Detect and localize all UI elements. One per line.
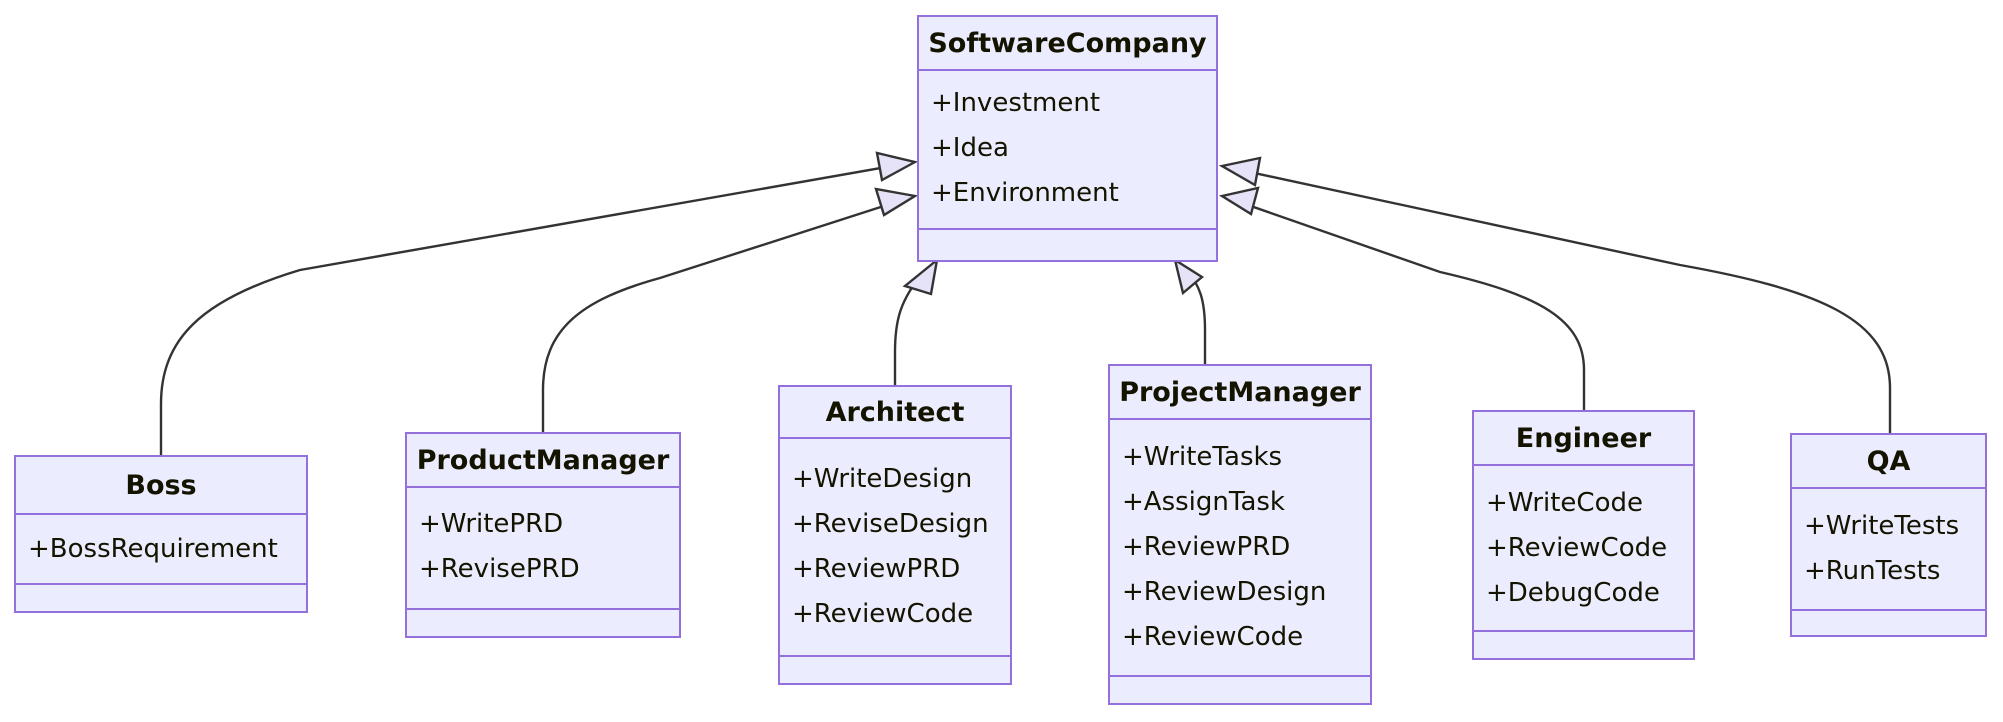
class-attribute: +Idea [931,133,1009,163]
class-attributes-engineer: +WriteCode +ReviewCode +DebugCode [1474,466,1693,632]
class-attribute: +DebugCode [1486,577,1660,608]
class-title-architect: Architect [780,387,1010,439]
class-attributes-projectmanager: +WriteTasks +AssignTask +ReviewPRD +Revi… [1110,420,1370,677]
class-attribute: +ReviseDesign [792,509,989,539]
class-attribute: +BossRequirement [28,534,278,564]
class-attribute: +WriteTests [1804,511,1960,541]
class-title-boss: Boss [16,457,306,515]
class-attributes-qa: +WriteTests +RunTests [1792,489,1985,611]
class-box-engineer[interactable]: Engineer +WriteCode +ReviewCode +DebugCo… [1472,410,1695,660]
class-attribute: +AssignTask [1122,487,1285,517]
edge-projectmanager-to-softwarecompany [1173,257,1207,364]
class-methods-projectmanager [1110,677,1370,703]
class-methods-architect [780,657,1010,683]
class-title-qa: QA [1792,435,1985,489]
class-attribute: +WriteCode [1486,487,1643,518]
class-attribute: +Environment [931,178,1119,208]
class-title-productmanager: ProductManager [407,434,679,488]
class-box-productmanager[interactable]: ProductManager +WritePRD +RevisePRD [405,432,681,638]
class-box-architect[interactable]: Architect +WriteDesign +ReviseDesign +Re… [778,385,1012,685]
class-attributes-softwarecompany: +Investment +Idea +Environment [919,71,1216,230]
class-attributes-productmanager: +WritePRD +RevisePRD [407,488,679,610]
class-attribute: +WriteTasks [1122,442,1283,472]
class-attribute: +ReviewPRD [792,554,961,584]
class-box-projectmanager[interactable]: ProjectManager +WriteTasks +AssignTask +… [1108,364,1372,705]
class-attributes-boss: +BossRequirement [16,515,306,585]
class-attributes-architect: +WriteDesign +ReviseDesign +ReviewPRD +R… [780,439,1010,657]
class-methods-productmanager [407,610,679,636]
class-attribute: +WritePRD [419,509,564,539]
class-attribute: +ReviewDesign [1122,577,1327,607]
class-title-engineer: Engineer [1474,412,1693,466]
class-box-softwarecompany[interactable]: SoftwareCompany +Investment +Idea +Envir… [917,15,1218,262]
class-attribute: +ReviewPRD [1122,532,1291,562]
edge-architect-to-softwarecompany [893,257,939,385]
class-attribute: +RevisePRD [419,554,580,584]
class-attribute: +ReviewCode [1486,532,1668,563]
class-methods-qa [1792,611,1985,635]
class-methods-engineer [1474,632,1693,658]
class-title-softwarecompany: SoftwareCompany [919,17,1216,71]
class-attribute: +ReviewCode [1122,622,1304,652]
class-title-projectmanager: ProjectManager [1110,366,1370,420]
class-box-boss[interactable]: Boss +BossRequirement [14,455,308,613]
class-attribute: +RunTests [1804,556,1941,586]
class-attribute: +Investment [931,88,1101,118]
class-attribute: +ReviewCode [792,599,974,629]
class-box-qa[interactable]: QA +WriteTests +RunTests [1790,433,1987,637]
class-attribute: +WriteDesign [792,464,973,494]
class-methods-boss [16,585,306,611]
class-methods-softwarecompany [919,230,1216,260]
